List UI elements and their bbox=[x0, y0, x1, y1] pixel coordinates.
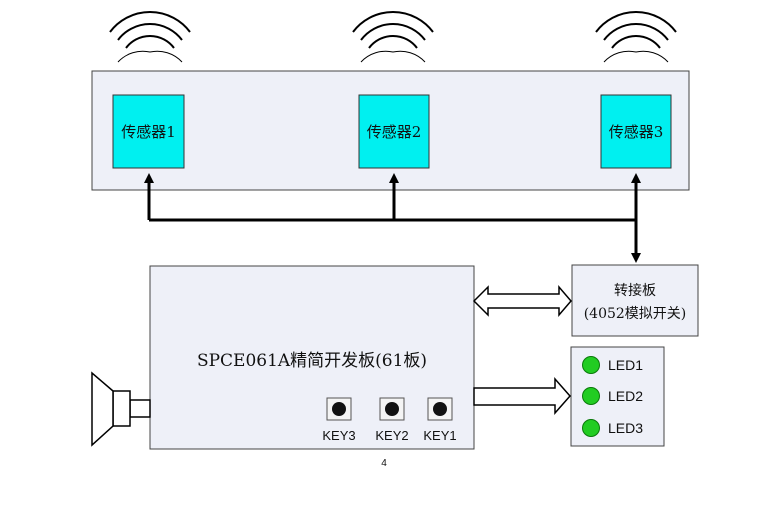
sensor-1-box bbox=[112, 94, 185, 169]
sensor-2-box bbox=[358, 94, 430, 169]
led-1-label: LED1 bbox=[608, 357, 644, 373]
key1-label: KEY1 bbox=[423, 428, 457, 443]
sensor-1-label: 传感器1 bbox=[121, 123, 176, 141]
adapter-board-box bbox=[571, 264, 699, 337]
sensor-2-label: 传感器2 bbox=[366, 123, 422, 141]
sensor-3-label: 传感器3 bbox=[608, 123, 664, 141]
bidirectional-arrow bbox=[472, 284, 572, 318]
key2-button bbox=[379, 397, 405, 421]
wireless-signal-icon bbox=[352, 11, 434, 63]
led-3-indicator bbox=[582, 419, 600, 437]
output-arrow bbox=[473, 377, 572, 415]
led-1-indicator bbox=[582, 356, 600, 374]
wireless-signal-icon bbox=[595, 11, 677, 63]
sensor-bus bbox=[144, 173, 641, 263]
key1-button bbox=[427, 397, 453, 421]
adapter-board-line1: 转接板 bbox=[614, 283, 656, 299]
led-2-label: LED2 bbox=[608, 388, 644, 404]
sensor-3-box bbox=[600, 94, 672, 169]
speaker-icon bbox=[91, 371, 151, 447]
adapter-board-line2: (4052模拟开关) bbox=[583, 306, 687, 322]
key3-button bbox=[326, 397, 352, 421]
main-board-box bbox=[149, 265, 475, 450]
led-3-label: LED3 bbox=[608, 420, 644, 436]
led-2-indicator bbox=[582, 387, 600, 405]
key3-label: KEY3 bbox=[322, 428, 356, 443]
page-number: 4 bbox=[381, 458, 387, 469]
key2-label: KEY2 bbox=[375, 428, 409, 443]
wireless-signal-icon bbox=[109, 11, 191, 63]
main-board-label: SPCE061A精简开发板(61板) bbox=[196, 351, 428, 371]
